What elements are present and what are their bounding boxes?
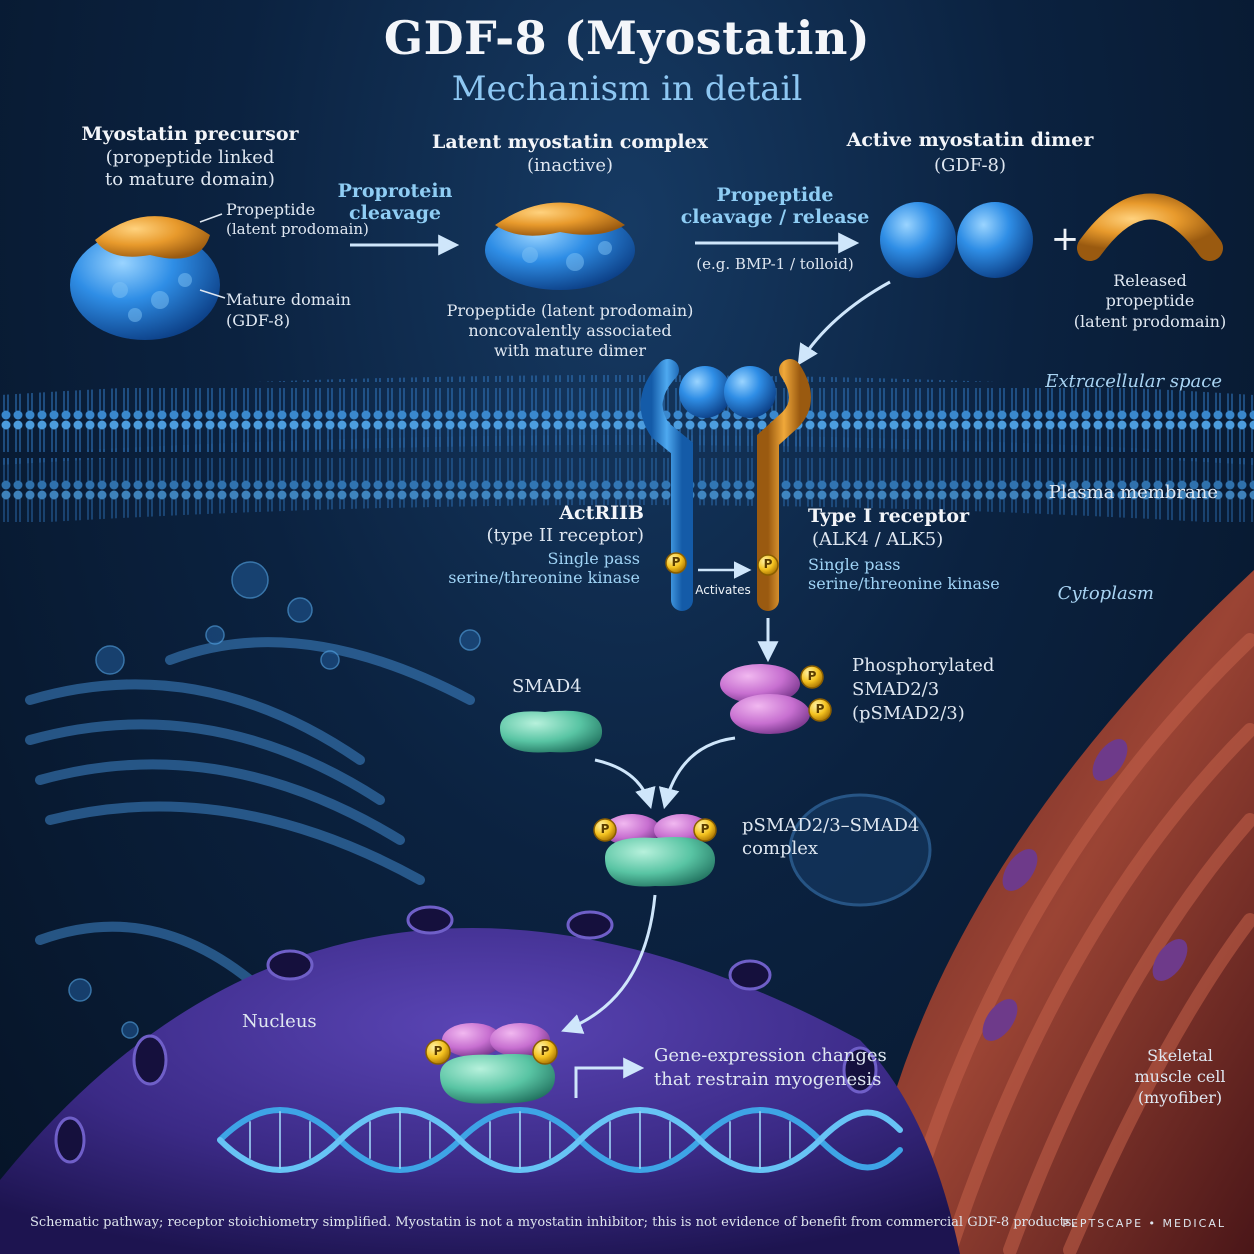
page-title: GDF-8 (Myostatin): [383, 11, 871, 65]
p-label: P: [815, 702, 825, 716]
psmad-label: (pSMAD2/3): [852, 703, 965, 724]
precursor-molecule: [70, 213, 226, 340]
propeptide-release-label: Propeptide: [716, 184, 834, 206]
propeptide-label: Propeptide: [226, 200, 316, 219]
p-label: P: [433, 1044, 443, 1058]
actriib-receptor: [640, 359, 693, 611]
p-label: P: [540, 1044, 550, 1058]
arrow-to-receptor: [797, 280, 891, 366]
propeptide-sub: (latent prodomain): [226, 220, 369, 238]
outcome-label: Gene-expression changes: [654, 1045, 887, 1066]
released-propeptide-label: Released: [1113, 271, 1187, 290]
smad4-label: SMAD4: [512, 676, 582, 697]
muscle-cell-label: Skeletal: [1147, 1046, 1213, 1065]
activates-label: Activates: [695, 583, 751, 597]
cytoplasm-label: Cytoplasm: [1057, 583, 1154, 604]
released-propeptide-molecule: [1077, 193, 1223, 261]
arrow-psmad-to-complex: [658, 736, 736, 810]
type-i-receptor-name: Type I receptor: [808, 505, 970, 527]
psmad-label: SMAD2/3: [852, 679, 940, 700]
psmad-molecule: [720, 664, 832, 734]
type-i-receptor: [757, 359, 811, 611]
phospho-badge: [665, 552, 779, 576]
plasma-membrane-bilayer: [0, 375, 1254, 525]
type-i-receptor-kind: serine/threonine kinase: [808, 574, 1000, 593]
actriib-name: ActRIIB: [559, 502, 644, 524]
smad-complex-nucleus: [425, 1023, 558, 1104]
latent-complex-heading: Latent myostatin complex: [431, 131, 709, 153]
mature-domain-sub: (GDF-8): [226, 311, 291, 330]
mitochondrion: [788, 793, 932, 907]
latent-complex-note: Propeptide (latent prodomain): [446, 301, 694, 320]
active-dimer-heading: Active myostatin dimer: [846, 129, 1094, 151]
actriib-kind: serine/threonine kinase: [448, 568, 640, 587]
p-label: P: [700, 822, 710, 836]
psmad-label: Phosphorylated: [852, 655, 995, 676]
smad-complex-cytoplasm: [593, 814, 717, 887]
outcome-label: that restrain myogenesis: [654, 1069, 882, 1090]
precursor-heading: Myostatin precursor: [81, 123, 299, 145]
muscle-fibers: [860, 570, 1254, 1254]
type-i-receptor-kind: Single pass: [808, 555, 901, 574]
footer-disclaimer: Schematic pathway; receptor stoichiometr…: [30, 1215, 1076, 1230]
propeptide-release-label: cleavage / release: [680, 206, 870, 228]
bound-ligand: [679, 366, 776, 418]
arrow-gene-expression: [574, 1057, 645, 1098]
latent-complex-note: with mature dimer: [494, 341, 646, 360]
proprotein-cleavage-label: cleavage: [349, 202, 441, 224]
arrow-smad4-to-complex: [594, 758, 656, 810]
latent-complex-note: noncovalently associated: [468, 321, 672, 340]
p-label: P: [671, 555, 681, 569]
brand-label: PEPTSCAPE • MEDICAL: [1062, 1217, 1226, 1230]
actriib-kind: Single pass: [547, 549, 641, 568]
proprotein-cleavage-label: Proprotein: [337, 180, 453, 202]
type-i-receptor-sub: (ALK4 / ALK5): [812, 529, 944, 550]
released-propeptide-label: propeptide: [1105, 291, 1195, 310]
p-label: P: [807, 669, 817, 683]
precursor-detail: to mature domain): [105, 169, 275, 190]
dna-helix: [217, 1107, 903, 1173]
released-propeptide-label: (latent prodomain): [1073, 312, 1227, 331]
active-dimer-molecule: [880, 202, 1033, 278]
actriib-sub: (type II receptor): [486, 525, 644, 546]
extracellular-label: Extracellular space: [1045, 371, 1222, 392]
arrow-to-nucleus: [561, 894, 657, 1034]
golgi-organelles: [25, 637, 475, 985]
plasma-membrane-label: Plasma membrane: [1048, 482, 1218, 503]
p-label: P: [763, 557, 773, 571]
mature-domain-label: Mature domain: [226, 290, 351, 309]
complex-label: pSMAD2/3–SMAD4: [742, 815, 920, 836]
latent-complex-molecule: [485, 202, 635, 290]
active-dimer-sub: (GDF-8): [933, 155, 1007, 176]
plus-sign: +: [1050, 219, 1080, 259]
complex-label: complex: [742, 838, 819, 859]
page-subtitle: Mechanism in detail: [451, 69, 803, 109]
smad4-molecule: [500, 710, 603, 753]
vesicles: [68, 561, 481, 1039]
precursor-detail: (propeptide linked: [105, 147, 275, 168]
enzyme-label: (e.g. BMP-1 / tolloid): [696, 255, 854, 273]
muscle-cell-label: muscle cell: [1134, 1067, 1226, 1086]
p-label: P: [600, 822, 610, 836]
latent-complex-sub: (inactive): [526, 155, 614, 176]
nucleus-label: Nucleus: [242, 1011, 317, 1032]
muscle-cell-label: (myofiber): [1137, 1088, 1223, 1107]
